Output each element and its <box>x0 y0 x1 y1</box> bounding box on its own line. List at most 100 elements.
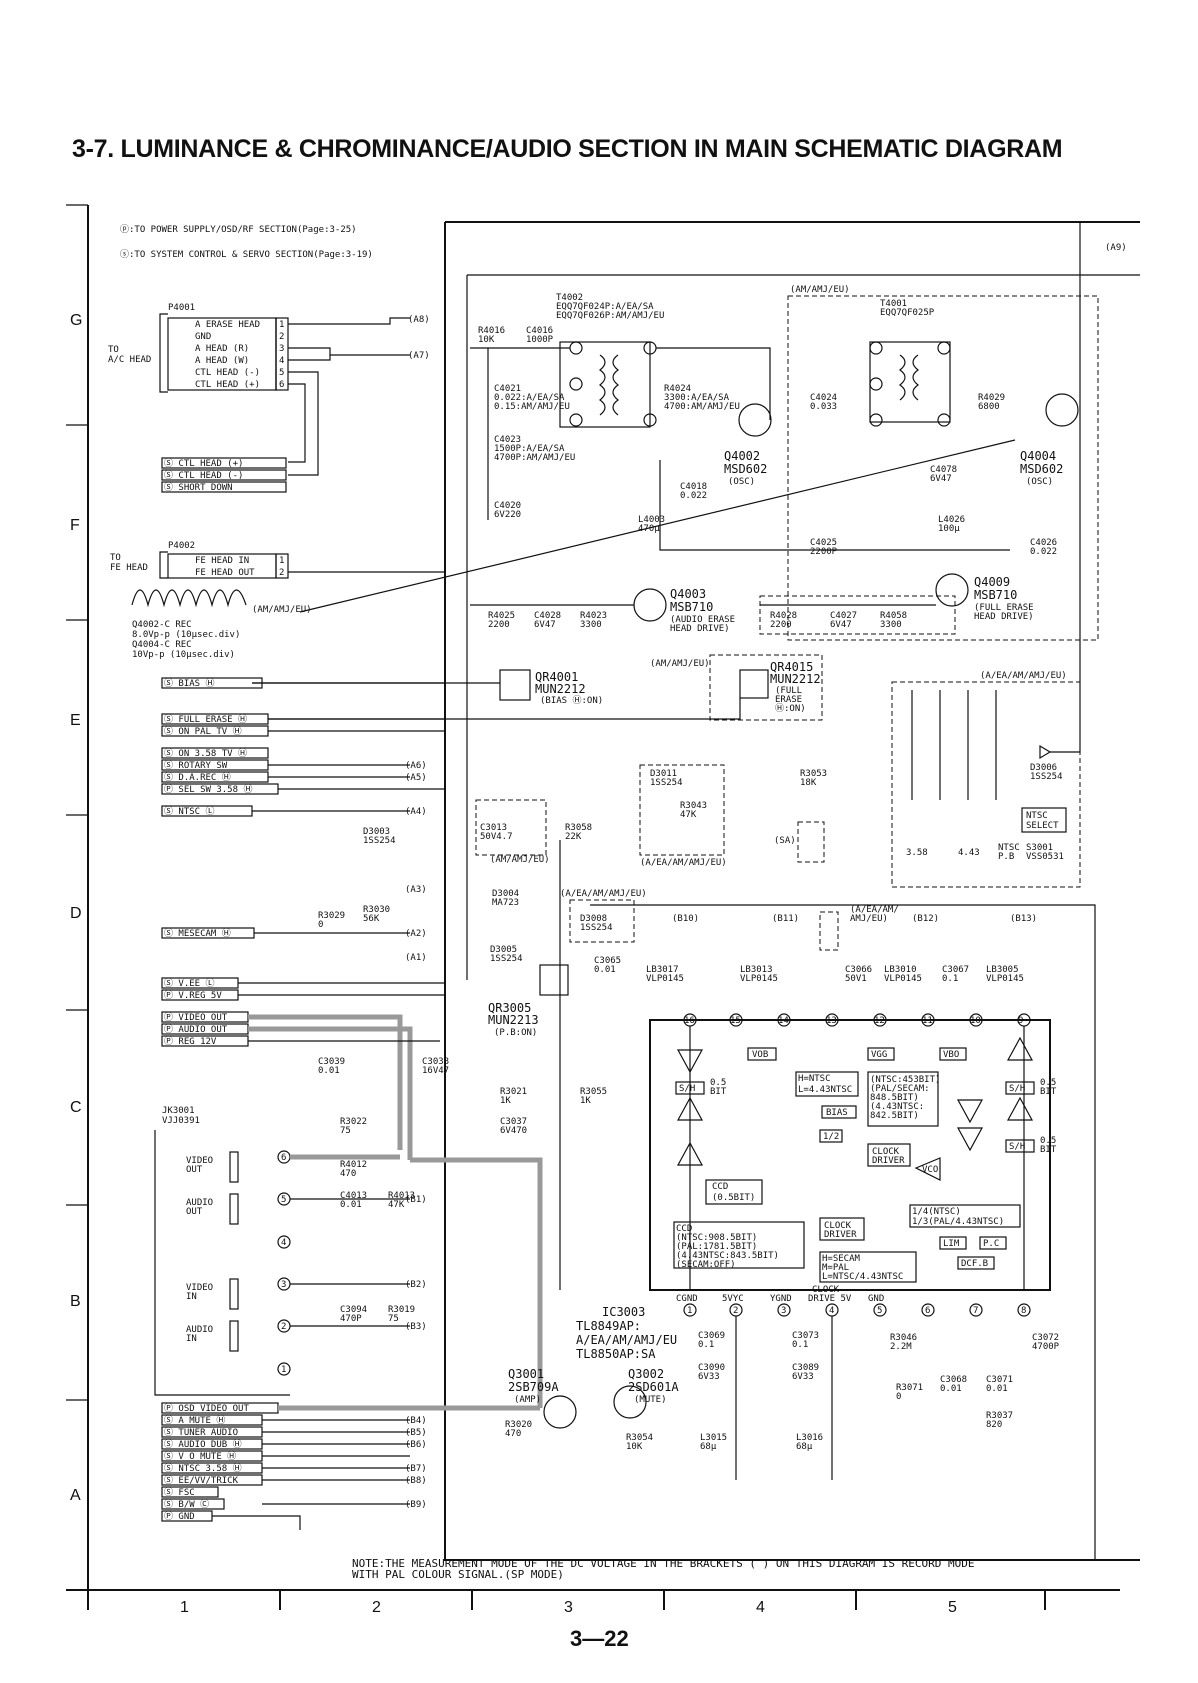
svg-text:15: 15 <box>730 1016 741 1026</box>
svg-text:MUN2213: MUN2213 <box>488 1013 539 1027</box>
svg-text:1K: 1K <box>500 1096 511 1106</box>
svg-text:470: 470 <box>505 1429 521 1439</box>
svg-text:C4024: C4024 <box>810 393 837 403</box>
svg-text:Ⓢ CTL HEAD (+): Ⓢ CTL HEAD (+) <box>164 458 243 469</box>
svg-text:50V4.7: 50V4.7 <box>480 832 513 842</box>
svg-text:C3069: C3069 <box>698 1331 725 1341</box>
svg-text:C3066: C3066 <box>845 965 872 975</box>
svg-text:P.C: P.C <box>983 1239 999 1249</box>
svg-text:VBO: VBO <box>943 1050 959 1060</box>
svg-text:(B3): (B3) <box>405 1322 427 1332</box>
svg-text:(AMP): (AMP) <box>514 1395 541 1405</box>
row-label: C <box>70 1099 82 1116</box>
ic3003: 16 15 14 13 12 11 10 9 1 2 3 4 5 6 7 8 C… <box>576 1013 1057 1361</box>
svg-text:10: 10 <box>970 1016 981 1026</box>
connector-p4002: P4002 TO FE HEAD FE HEAD IN FE HEAD OUT … <box>110 541 445 579</box>
svg-text:842.5BIT): 842.5BIT) <box>870 1111 919 1121</box>
svg-text:4700:AM/AMJ/EU: 4700:AM/AMJ/EU <box>664 402 740 412</box>
svg-text:0.5: 0.5 <box>710 1078 726 1088</box>
svg-text:R4058: R4058 <box>880 611 907 621</box>
svg-text:NTSC: NTSC <box>998 843 1020 853</box>
svg-text:EQQ7QF025P: EQQ7QF025P <box>880 308 935 318</box>
svg-text:R4024: R4024 <box>664 384 691 394</box>
svg-text:14: 14 <box>778 1016 789 1026</box>
svg-text:P.B: P.B <box>998 852 1014 862</box>
svg-text:(A/EA/AM/AMJ/EU): (A/EA/AM/AMJ/EU) <box>560 889 647 899</box>
svg-text:VCO: VCO <box>922 1165 938 1175</box>
svg-text:848.5BIT): 848.5BIT) <box>870 1093 919 1103</box>
svg-text:6V47: 6V47 <box>930 474 952 484</box>
svg-text:Ⓢ FULL ERASE Ⓗ: Ⓢ FULL ERASE Ⓗ <box>164 714 247 725</box>
svg-text:(A/EA/AM/: (A/EA/AM/ <box>850 905 899 915</box>
svg-text:OUT: OUT <box>186 1207 203 1217</box>
svg-text:P4001: P4001 <box>168 303 195 313</box>
svg-text:D3006: D3006 <box>1030 763 1057 773</box>
svg-text:10K: 10K <box>626 1442 643 1452</box>
svg-text:MUN2212: MUN2212 <box>535 682 586 696</box>
svg-text:VOB: VOB <box>752 1050 768 1060</box>
svg-text:68μ: 68μ <box>796 1442 813 1452</box>
svg-text:7: 7 <box>973 1306 978 1316</box>
svg-text:Ⓢ ROTARY SW: Ⓢ ROTARY SW <box>164 760 228 771</box>
svg-text:BIT: BIT <box>1040 1145 1057 1155</box>
svg-text:SELECT: SELECT <box>1026 821 1059 831</box>
svg-text:C4020: C4020 <box>494 501 521 511</box>
svg-text:R4013: R4013 <box>388 1191 415 1201</box>
svg-text:A HEAD (R): A HEAD (R) <box>195 344 249 354</box>
svg-text:S/H: S/H <box>1009 1142 1025 1152</box>
svg-text:50V1: 50V1 <box>845 974 867 984</box>
svg-text:Q3002: Q3002 <box>628 1367 664 1381</box>
svg-text:3300:A/EA/SA: 3300:A/EA/SA <box>664 393 730 403</box>
svg-text:Ⓟ V.REG 5V: Ⓟ V.REG 5V <box>164 990 222 1001</box>
svg-text:Ⓢ CTL HEAD (-): Ⓢ CTL HEAD (-) <box>164 470 243 481</box>
svg-text:TO: TO <box>108 345 119 355</box>
grid-row-labels: G F E D C B A <box>70 312 82 1504</box>
svg-text:6V470: 6V470 <box>500 1126 527 1136</box>
svg-text:Q4003: Q4003 <box>670 587 706 601</box>
svg-text:3300: 3300 <box>580 620 602 630</box>
svg-text:1SS254: 1SS254 <box>490 954 523 964</box>
svg-text:100μ: 100μ <box>938 524 960 534</box>
svg-text:Ⓢ ON PAL TV Ⓗ: Ⓢ ON PAL TV Ⓗ <box>164 726 242 737</box>
svg-text:(B9): (B9) <box>405 1500 427 1510</box>
svg-text:C4021: C4021 <box>494 384 521 394</box>
svg-text:Ⓢ V O MUTE Ⓗ: Ⓢ V O MUTE Ⓗ <box>164 1451 236 1462</box>
svg-text:470: 470 <box>340 1169 356 1179</box>
svg-text:0.1: 0.1 <box>792 1340 808 1350</box>
svg-text:GND: GND <box>868 1294 884 1304</box>
svg-text:VLP0145: VLP0145 <box>740 974 778 984</box>
svg-text:5: 5 <box>279 368 284 378</box>
svg-text:IN: IN <box>186 1292 197 1302</box>
svg-text:2: 2 <box>279 332 284 342</box>
svg-text:DRIVE 5V: DRIVE 5V <box>808 1294 852 1304</box>
svg-text:(0.5BIT): (0.5BIT) <box>712 1193 755 1203</box>
svg-text:FE HEAD IN: FE HEAD IN <box>195 556 249 566</box>
waveform: Q4002-C REC 8.0Vp-p (10μsec.div) Q4004-C… <box>131 439 1016 660</box>
svg-text:H=NTSC: H=NTSC <box>798 1074 831 1084</box>
svg-text:Ⓟ AUDIO OUT: Ⓟ AUDIO OUT <box>164 1024 228 1035</box>
svg-text:4: 4 <box>829 1306 834 1316</box>
svg-text:C4028: C4028 <box>534 611 561 621</box>
svg-text:GND: GND <box>195 332 211 342</box>
svg-text:Ⓢ NTSC 3.58 Ⓗ: Ⓢ NTSC 3.58 Ⓗ <box>164 1463 242 1474</box>
svg-text:(FULL ERASE: (FULL ERASE <box>974 603 1034 613</box>
svg-text:HEAD DRIVE): HEAD DRIVE) <box>974 612 1034 622</box>
svg-text:(A4): (A4) <box>405 807 427 817</box>
t4002-oscillator: T4002 EQQ7QF024P:A/EA/SA EQQ7QF026P:AM/A… <box>470 293 1010 551</box>
svg-text:R4029: R4029 <box>978 393 1005 403</box>
svg-text:Ⓢ V.EE Ⓛ: Ⓢ V.EE Ⓛ <box>164 978 215 989</box>
svg-text:VLP0145: VLP0145 <box>884 974 922 984</box>
svg-text:(A1): (A1) <box>405 953 427 963</box>
svg-text:820: 820 <box>986 1420 1002 1430</box>
svg-text:1/2: 1/2 <box>823 1132 839 1142</box>
output-transistors: Q3001 2SB709A (AMP) Q3002 2SD601A (MUTE)… <box>505 1316 1060 1480</box>
svg-text:L=4.43NTSC: L=4.43NTSC <box>798 1085 852 1095</box>
svg-text:C4013: C4013 <box>340 1191 367 1201</box>
svg-text:(SA): (SA) <box>774 836 796 846</box>
svg-text:1SS254: 1SS254 <box>363 836 396 846</box>
svg-text:Ⓟ SEL SW 3.58 Ⓗ: Ⓟ SEL SW 3.58 Ⓗ <box>164 784 252 795</box>
svg-text:3: 3 <box>781 1306 786 1316</box>
svg-text:(P.B:ON): (P.B:ON) <box>494 1028 537 1038</box>
